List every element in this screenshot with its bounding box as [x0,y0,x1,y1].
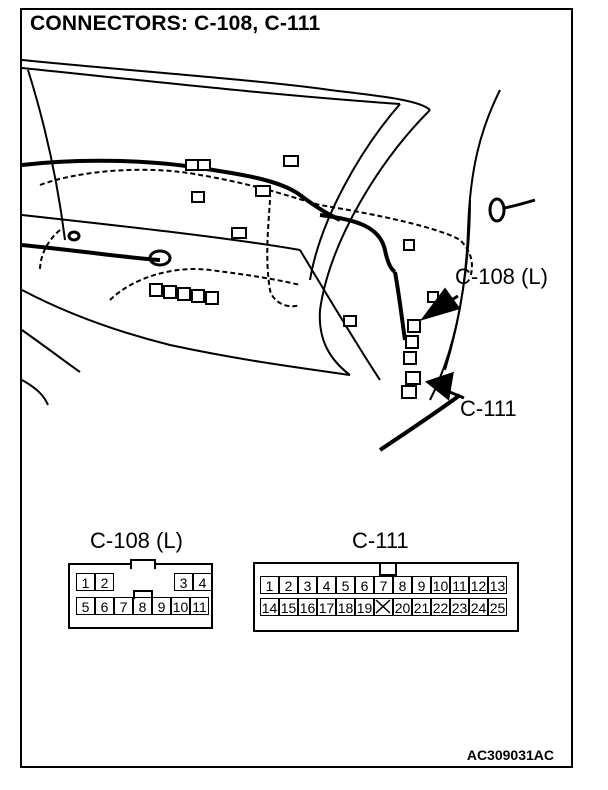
figure-code: AC309031AC [466,747,554,763]
pin-c111-8: 8 [393,576,412,594]
pin-c111-blank-cavity [374,598,393,616]
pin-c111-17: 17 [317,598,336,616]
pin-c111-13: 13 [488,576,507,594]
connector-c108-title: C-108 (L) [90,528,183,553]
pin-c111-23: 23 [450,598,469,616]
pin-c111-14: 14 [260,598,279,616]
pin-c108-8: 8 [133,597,152,615]
blank-cavity-x-mark [375,599,391,614]
diagram-title: CONNECTORS: C-108, C-111 [30,12,321,35]
pin-c111-3: 3 [298,576,317,594]
callout-c108: C-108 (L) [455,264,548,289]
pin-c111-2: 2 [279,576,298,594]
pin-c108-7: 7 [114,597,133,615]
diagram-frame [20,8,573,768]
pin-c108-9: 9 [152,597,171,615]
pin-c108-4: 4 [193,573,212,591]
pin-c111-7: 7 [374,576,393,594]
pin-c111-19: 19 [355,598,374,616]
pin-c108-2: 2 [95,573,114,591]
pin-c111-1: 1 [260,576,279,594]
pin-c111-6: 6 [355,576,374,594]
callout-c111: C-111 [460,396,517,421]
pin-c111-25: 25 [488,598,507,616]
pin-c111-9: 9 [412,576,431,594]
pin-c111-4: 4 [317,576,336,594]
connector-c108-key [133,590,153,599]
pin-c108-10: 10 [171,597,190,615]
pin-c111-20: 20 [393,598,412,616]
pin-c111-24: 24 [469,598,488,616]
pin-c108-6: 6 [95,597,114,615]
pin-c111-18: 18 [336,598,355,616]
connector-c111-latch [379,562,397,576]
pin-c111-5: 5 [336,576,355,594]
pin-c108-3: 3 [174,573,193,591]
pin-c108-1: 1 [76,573,95,591]
pin-c111-16: 16 [298,598,317,616]
pin-c111-12: 12 [469,576,488,594]
pin-c111-10: 10 [431,576,450,594]
pin-c108-11: 11 [190,597,209,615]
pin-c111-21: 21 [412,598,431,616]
pin-c111-11: 11 [450,576,469,594]
connector-c108-latch [130,559,156,569]
pin-c111-15: 15 [279,598,298,616]
pin-c111-22: 22 [431,598,450,616]
pin-c108-5: 5 [76,597,95,615]
connector-c111-title: C-111 [352,528,409,553]
